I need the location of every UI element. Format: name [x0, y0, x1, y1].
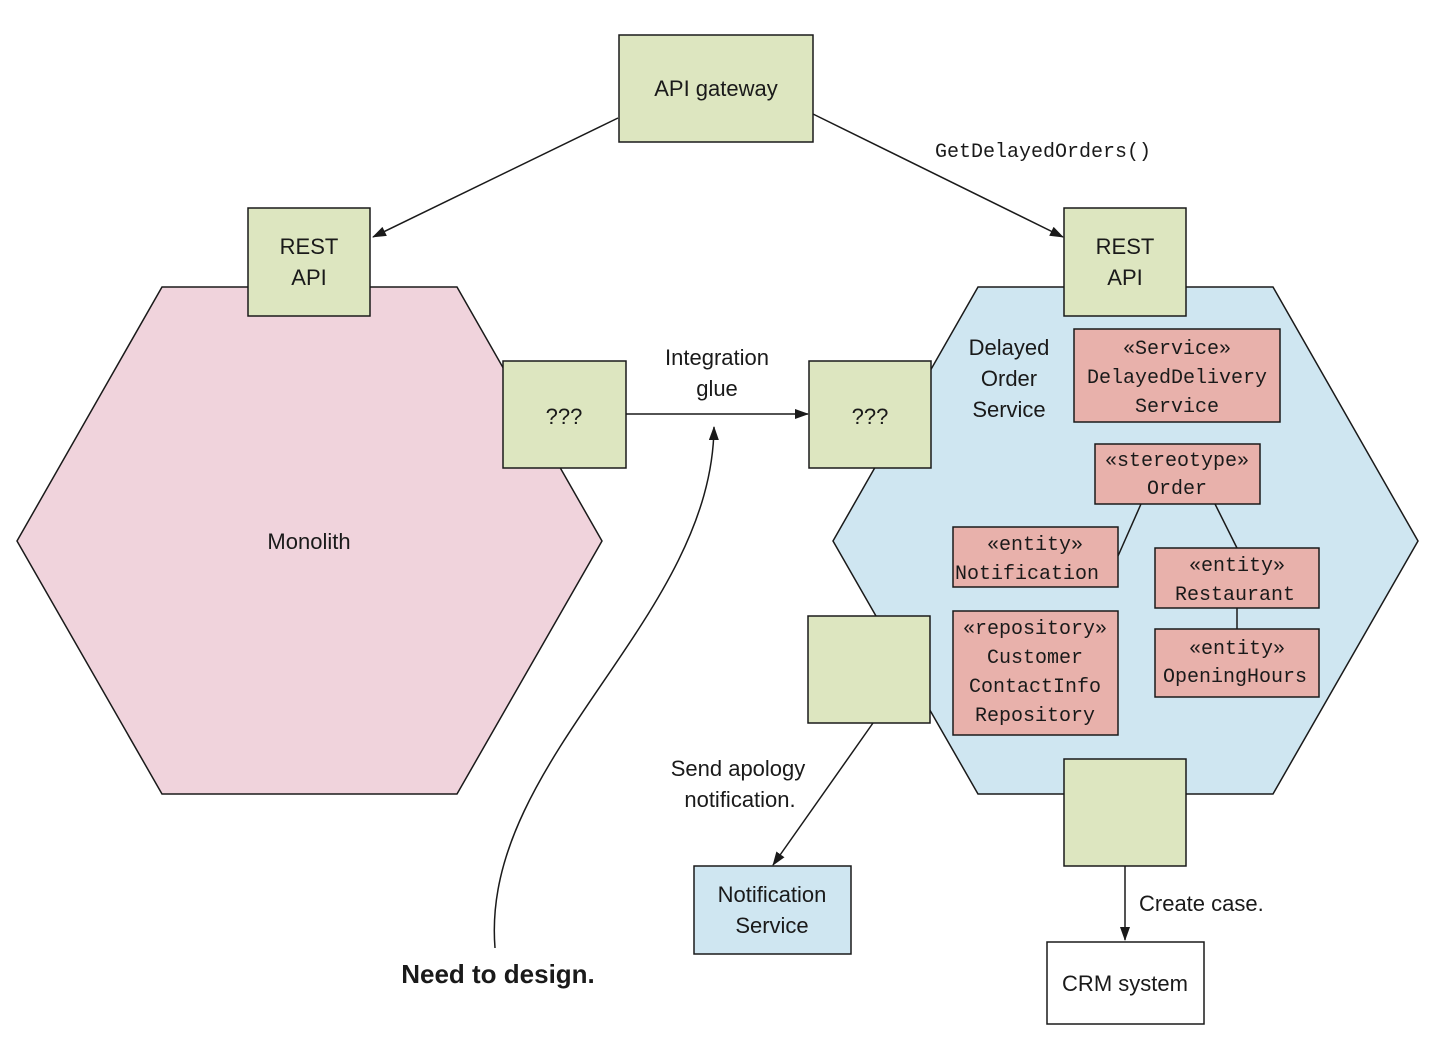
restaurant-stereotype: «entity»	[1189, 555, 1285, 578]
send-apology-label-line2: notification.	[684, 787, 795, 812]
notification-class	[952, 526, 1119, 588]
gateway-to-monolith-arrow	[372, 117, 619, 238]
notification-port-arrow	[772, 722, 874, 866]
service-rest-api-port	[1063, 207, 1187, 317]
service-label: Delayed	[969, 335, 1050, 360]
delayed-delivery-service-class	[1073, 328, 1281, 423]
api-gateway-box	[618, 34, 814, 143]
notification-service-box	[693, 865, 852, 955]
notification-name: Notification	[955, 563, 1099, 586]
opening-hours-stereotype: «entity»	[1189, 638, 1285, 661]
delayed-delivery-service-name: DelayedDelivery	[1087, 367, 1267, 390]
integration-glue-label-line2: glue	[696, 376, 738, 401]
create-case-label: Create case.	[1139, 891, 1264, 916]
service-notification-port	[807, 615, 931, 724]
service-glue-port-label: ???	[852, 404, 889, 429]
repository-stereotype: «repository»	[963, 618, 1107, 641]
crm-system-box	[1046, 941, 1205, 1025]
send-apology-label: Send apology	[671, 756, 806, 781]
order-notification-link	[1117, 503, 1142, 557]
order-class	[1094, 443, 1261, 505]
monolith-glue-port-label: ???	[546, 404, 583, 429]
order-stereotype: «stereotype»	[1105, 450, 1249, 473]
delayed-delivery-service-name-line2: Service	[1135, 396, 1219, 419]
repository-name-line3: Repository	[975, 705, 1095, 728]
opening-hours-class	[1154, 628, 1320, 698]
monolith-glue-port	[502, 360, 627, 469]
service-rest-api-label-line2: API	[1107, 265, 1142, 290]
need-to-design-pointer	[493, 426, 719, 949]
service-glue-port	[808, 360, 932, 469]
api-gateway-label: API gateway	[654, 76, 778, 101]
get-delayed-orders-label: GetDelayedOrders()	[935, 141, 1151, 164]
restaurant-class	[1154, 547, 1320, 609]
order-name: Order	[1147, 478, 1207, 501]
order-restaurant-link	[1214, 503, 1238, 549]
repository-name: Customer	[987, 647, 1083, 670]
repository-name-line2: ContactInfo	[969, 676, 1101, 699]
service-label-line2: Order	[981, 366, 1037, 391]
service-crm-port	[1063, 758, 1187, 867]
monolith-hexagon	[16, 286, 603, 795]
service-label-line3: Service	[972, 397, 1045, 422]
service-rest-api-label: REST	[1096, 234, 1155, 259]
integration-glue-label: Integration	[665, 345, 769, 370]
notification-stereotype: «entity»	[987, 534, 1083, 557]
need-to-design-annotation: Need to design.	[401, 959, 595, 989]
opening-hours-name: OpeningHours	[1163, 666, 1307, 689]
notification-service-label: Notification	[718, 882, 827, 907]
monolith-label: Monolith	[267, 529, 350, 554]
monolith-rest-api-port	[247, 207, 371, 317]
customer-contact-info-repository-class	[952, 610, 1119, 736]
restaurant-name: Restaurant	[1175, 584, 1295, 607]
monolith-rest-api-label: REST	[280, 234, 339, 259]
monolith-rest-api-label-line2: API	[291, 265, 326, 290]
gateway-to-service-arrow	[812, 113, 1064, 238]
crm-system-label: CRM system	[1062, 971, 1188, 996]
delayed-delivery-service-stereotype: «Service»	[1123, 338, 1231, 361]
notification-service-label-line2: Service	[735, 913, 808, 938]
